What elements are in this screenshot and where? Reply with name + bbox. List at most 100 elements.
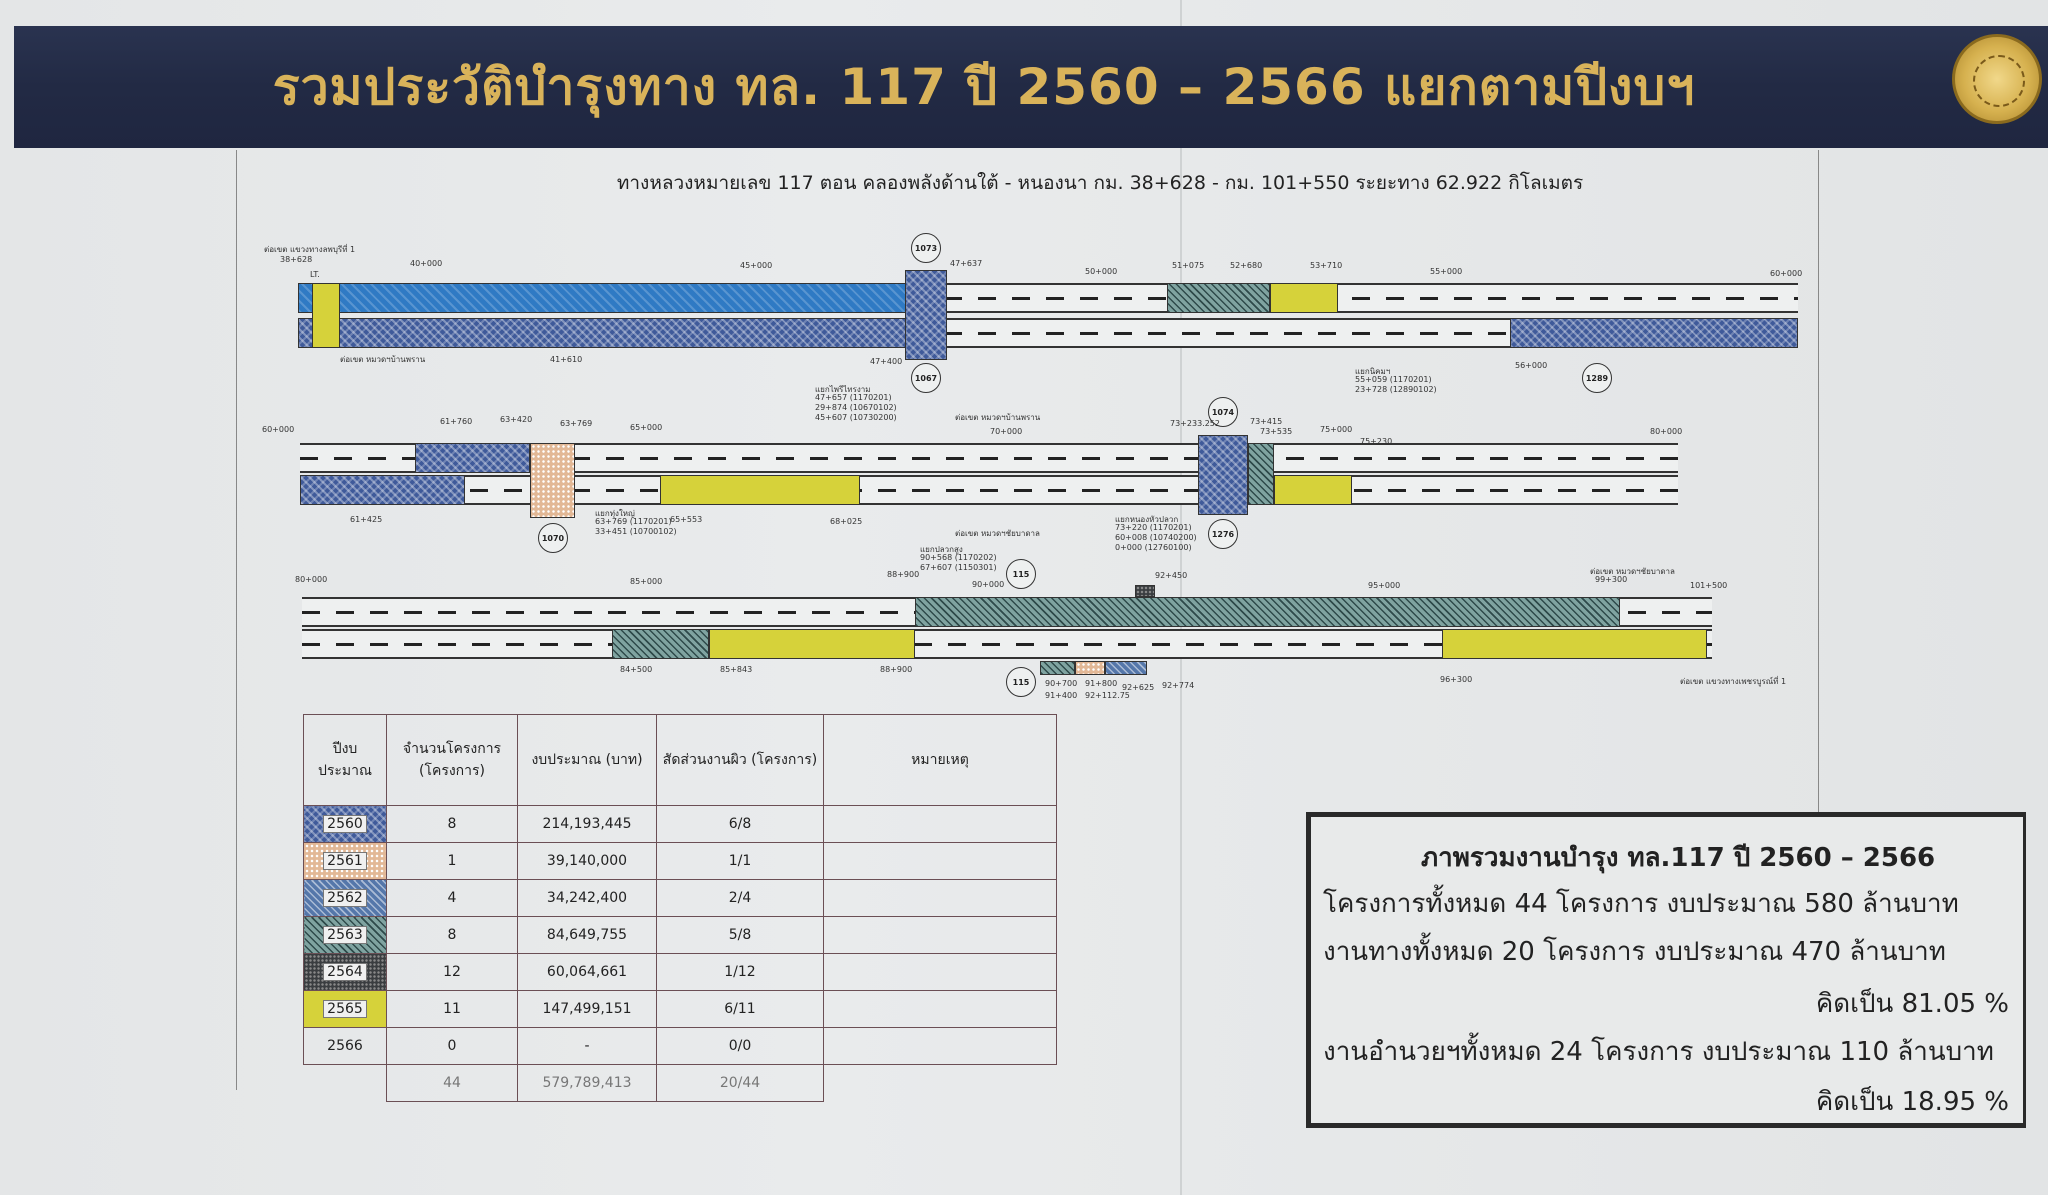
projects-cell: 1: [386, 842, 518, 880]
km-label: 99+300: [1595, 575, 1628, 584]
segment-2565-row2-end: [1274, 475, 1352, 505]
summary-road-percent: คิดเป็น 81.05 %: [1815, 989, 2009, 1019]
col-year: ปีงบ ประมาณ: [303, 714, 387, 806]
route-badge-115-bottom: 115: [1006, 667, 1036, 697]
segment-2562-row3-small: [1105, 661, 1147, 675]
segment-2565-row1: [1270, 283, 1338, 313]
year-swatch-2562: 2562: [303, 879, 387, 917]
km-label: 65+000: [630, 423, 663, 432]
table-header-row: ปีงบ ประมาณ จำนวนโครงการ (โครงการ) งบประ…: [303, 714, 1057, 806]
year-label: 2564: [323, 963, 367, 981]
km-label: 70+000: [990, 427, 1023, 436]
segment-2565-row2: [660, 475, 860, 505]
summary-facility-projects: งานอำนวยฯทั้งหมด 24 โครงการ งบประมาณ 110…: [1323, 1037, 1994, 1067]
boundary-note: ต่อเขต แขวงทางเพชรบูรณ์ที่ 1: [1680, 677, 1787, 686]
km-label: 91+800: [1085, 679, 1118, 688]
budget-cell: 147,499,151: [517, 990, 657, 1028]
projects-cell: 11: [386, 990, 518, 1028]
junction-ref: 47+657 (1170201): [815, 393, 892, 402]
route-subtitle: ทางหลวงหมายเลข 117 ตอน คลองพลังด้านใต้ -…: [616, 172, 1584, 194]
table-row: 2566 0 - 0/0: [303, 1027, 1057, 1065]
summary-total-projects: โครงการทั้งหมด 44 โครงการ งบประมาณ 580 ล…: [1323, 889, 1959, 919]
year-label: 2563: [323, 926, 367, 944]
km-label: 47+637: [950, 259, 983, 268]
table-row: 2561 1 39,140,000 1/1: [303, 842, 1057, 880]
junction-ref: 60+008 (10740200): [1115, 533, 1197, 542]
km-label: 90+700: [1045, 679, 1078, 688]
route-badge-1074: 1074: [1208, 397, 1238, 427]
total-ratio: 20/44: [656, 1064, 824, 1102]
ratio-cell: 0/0: [656, 1027, 824, 1065]
km-label: 60+000: [262, 425, 295, 434]
junction-name: แยกหนองหัวปลวก: [1115, 515, 1179, 524]
km-label: 95+000: [1368, 581, 1401, 590]
km-label: 52+680: [1230, 261, 1263, 270]
junction-ref: 67+607 (1150301): [920, 563, 997, 572]
km-label: 85+000: [630, 577, 663, 586]
km-label: 55+000: [1430, 267, 1463, 276]
segment-2560-row1-end: [1510, 318, 1798, 348]
segment-2560-row2-rt: [300, 475, 465, 505]
start-boundary-note: ต่อเขต แขวงทางลพบุรีที่ 1: [264, 245, 356, 254]
km-label: 88+900: [887, 570, 920, 579]
projects-cell: 12: [386, 953, 518, 991]
km-label: 60+000: [1770, 269, 1803, 278]
junction-name: แยกไพรีไทรงาม: [815, 385, 871, 394]
km-label: 53+710: [1310, 261, 1343, 270]
junction-ref: 45+607 (10730200): [815, 413, 897, 422]
km-label: 80+000: [295, 575, 328, 584]
km-label: 73+535: [1260, 427, 1293, 436]
ratio-cell: 2/4: [656, 879, 824, 917]
budget-cell: 34,242,400: [517, 879, 657, 917]
junction-ref: 73+220 (1170201): [1115, 523, 1192, 532]
col-budget: งบประมาณ (บาท): [517, 714, 657, 806]
junction-name: แยกนิคมฯ: [1355, 367, 1391, 376]
km-label: 51+075: [1172, 261, 1205, 270]
year-label: 2561: [323, 852, 367, 870]
junction-ref: 0+000 (12760100): [1115, 543, 1192, 552]
segment-2561-junction-1070: [530, 443, 575, 518]
km-label: 68+025: [830, 517, 863, 526]
segment-2564-row3: [1135, 585, 1155, 597]
budget-cell: 60,064,661: [517, 953, 657, 991]
year-swatch-2564: 2564: [303, 953, 387, 991]
total-blank: [824, 1065, 1057, 1102]
table-row: 2562 4 34,242,400 2/4: [303, 879, 1057, 917]
title-banner: รวมประวัติบำรุงทาง ทล. 117 ปี 2560 – 256…: [14, 26, 2048, 148]
projects-cell: 4: [386, 879, 518, 917]
table-row: 2560 8 214,193,445 6/8: [303, 805, 1057, 843]
segment-2563-row3-small: [1040, 661, 1075, 675]
year-swatch-2565: 2565: [303, 990, 387, 1028]
summary-box: ภาพรวมงานบำรุง ทล.117 ปี 2560 – 2566 โคร…: [1306, 812, 2026, 1128]
frame-line-right: [1818, 150, 1819, 820]
lane-label-lt: LT.: [310, 270, 320, 279]
segment-2560-rt: [298, 318, 918, 348]
km-label: 61+425: [350, 515, 383, 524]
route-badge-1276: 1276: [1208, 519, 1238, 549]
start-km-label: 38+628: [280, 255, 313, 264]
projects-cell: 8: [386, 805, 518, 843]
year-swatch-2561: 2561: [303, 842, 387, 880]
budget-cell: 214,193,445: [517, 805, 657, 843]
km-label: 41+610: [550, 355, 583, 364]
ratio-cell: 6/11: [656, 990, 824, 1028]
boundary-note: ต่อเขต หมวดฯบ้านพราน: [955, 413, 1041, 422]
summary-facility-percent: คิดเป็น 18.95 %: [1815, 1087, 2009, 1117]
boundary-note: ต่อเขต หมวดฯชัยบาดาล: [955, 529, 1040, 538]
year-label: 2560: [323, 815, 367, 833]
junction-ref: 23+728 (12890102): [1355, 385, 1437, 394]
table-row: 2565 11 147,499,151 6/11: [303, 990, 1057, 1028]
junction-name: แยกทุ่งใหญ่: [595, 509, 635, 518]
frame-line-left: [236, 150, 237, 1090]
km-label: 101+500: [1690, 581, 1728, 590]
projects-cell: 0: [386, 1027, 518, 1065]
km-label: 61+760: [440, 417, 473, 426]
junction-ref: 55+059 (1170201): [1355, 375, 1432, 384]
table-row: 2564 12 60,064,661 1/12: [303, 953, 1057, 991]
route-badge-115-top: 115: [1006, 559, 1036, 589]
segment-2563-row3-lt: [915, 597, 1620, 627]
km-label: 84+500: [620, 665, 653, 674]
km-label: 73+415: [1250, 417, 1283, 426]
budget-cell: 84,649,755: [517, 916, 657, 954]
segment-2565-row3-rt: [709, 629, 915, 659]
